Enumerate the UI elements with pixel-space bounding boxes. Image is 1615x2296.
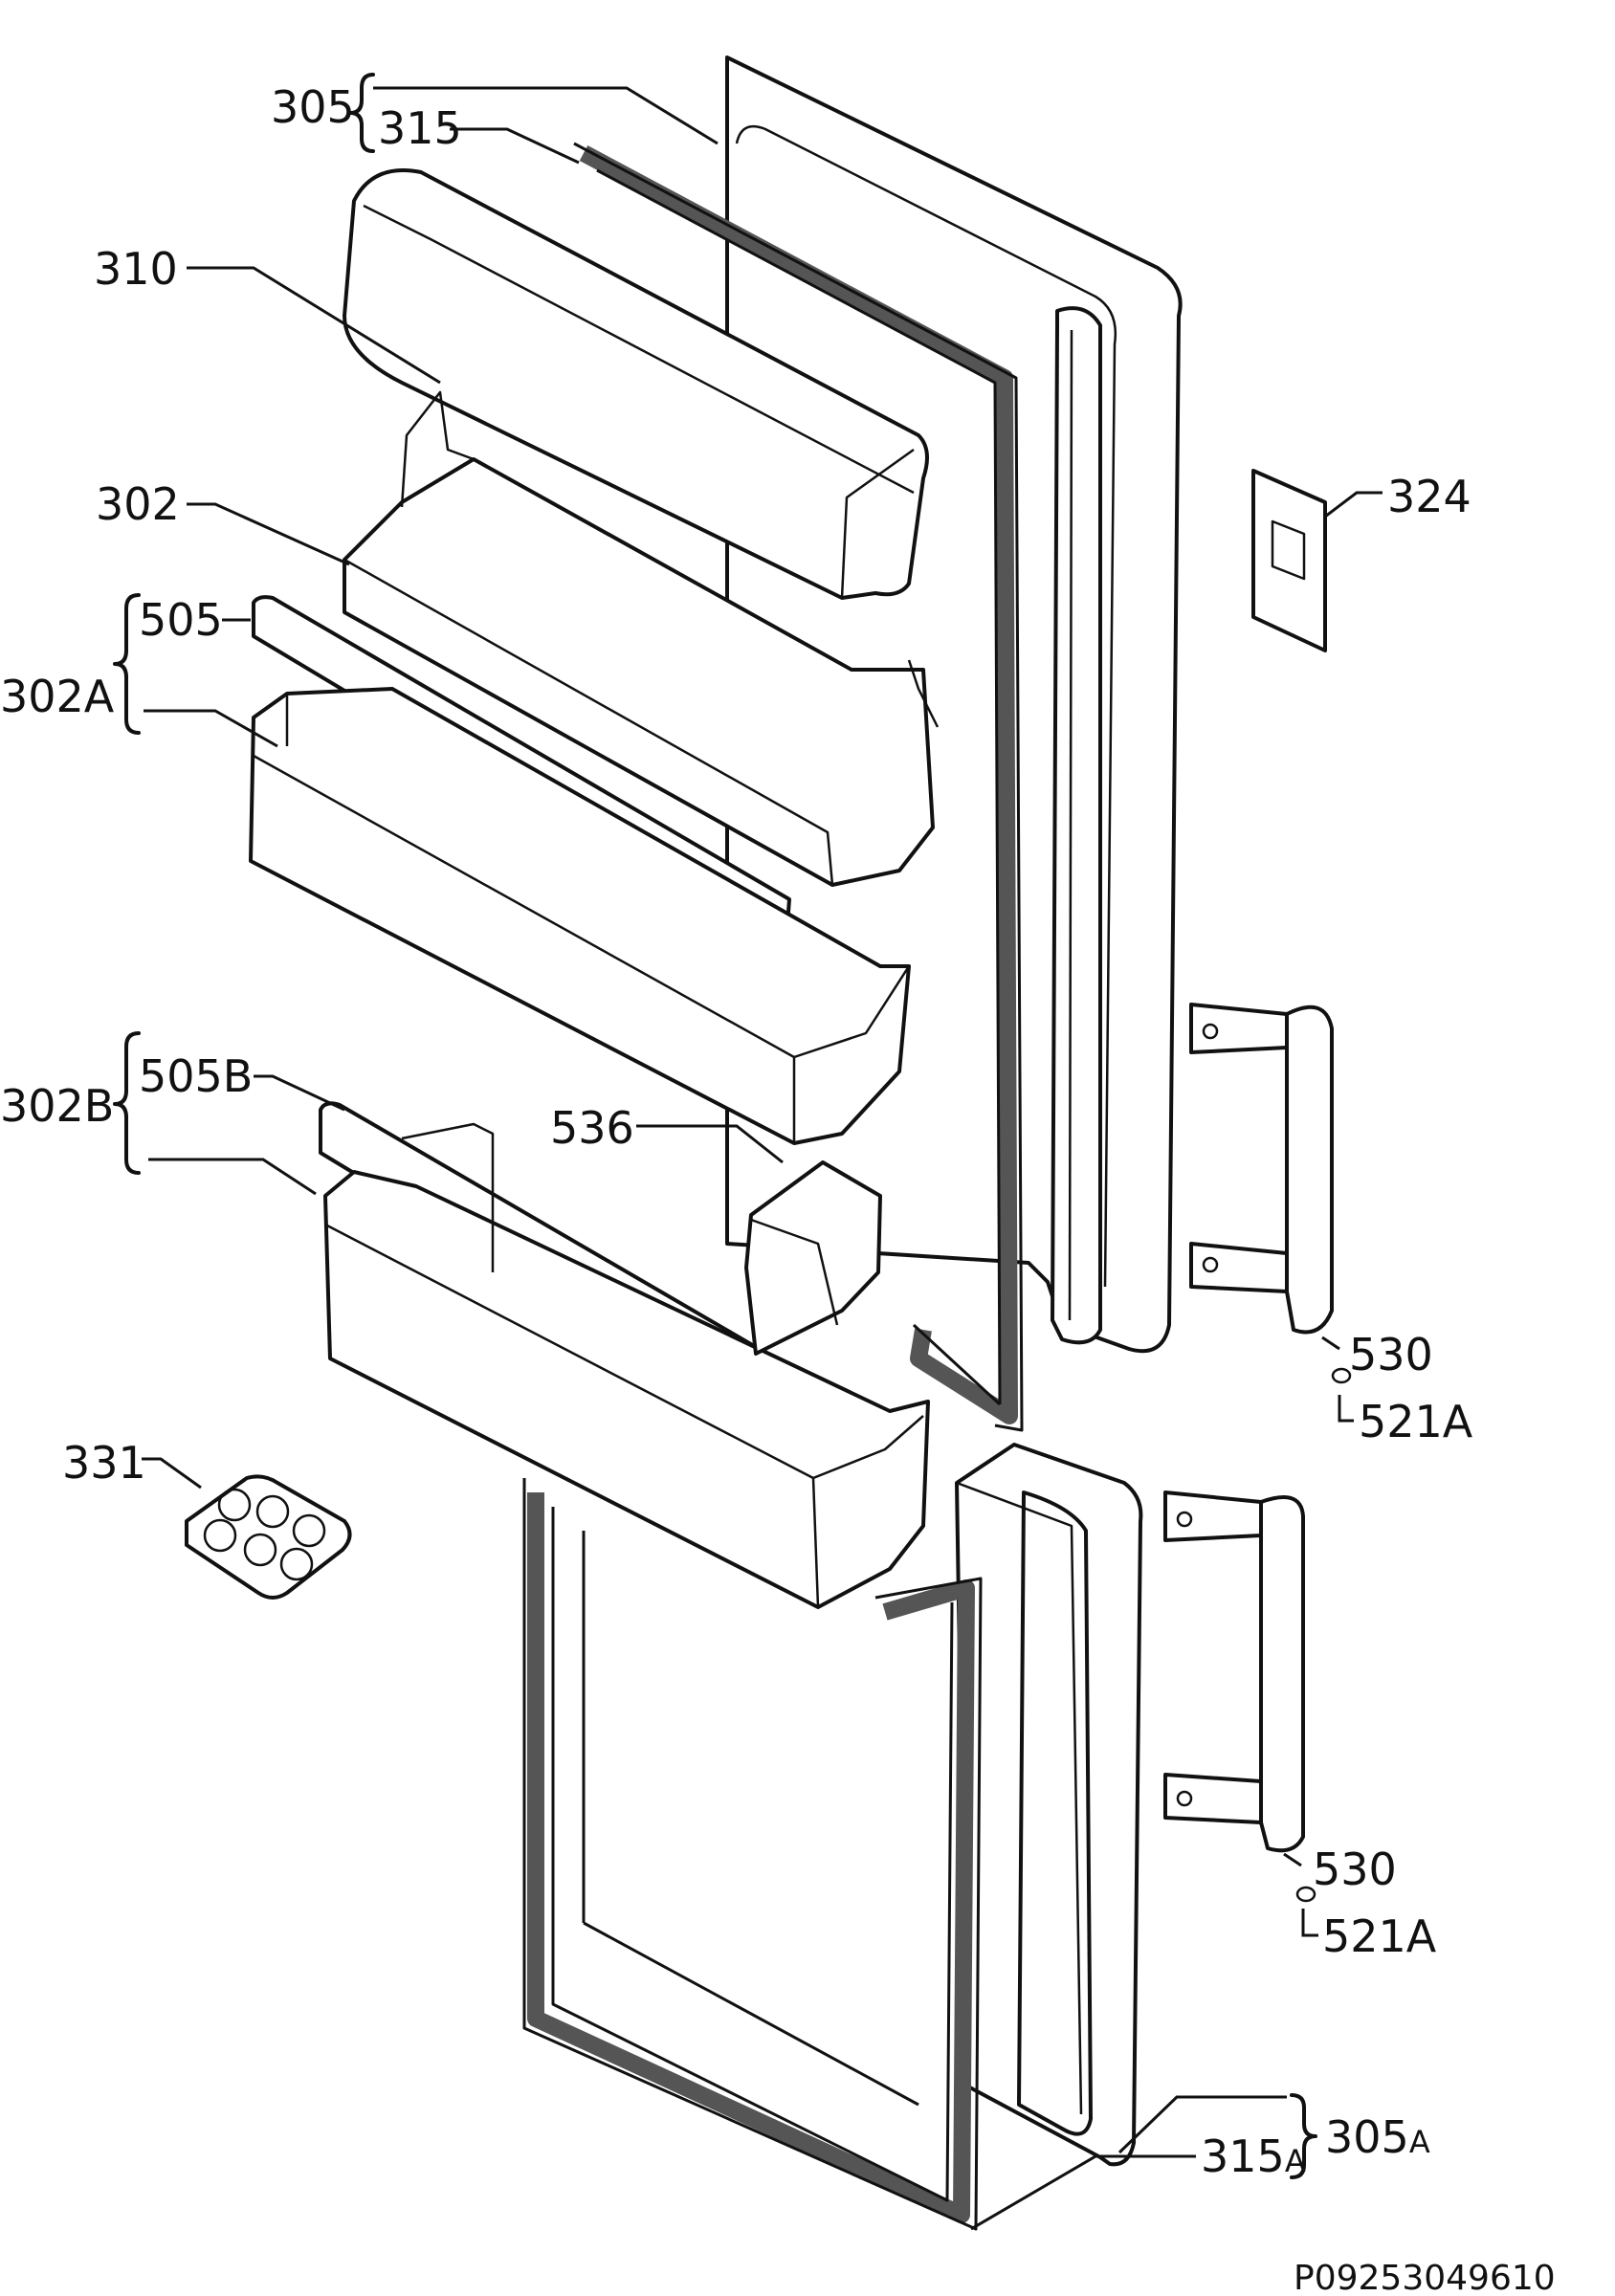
screw-cap-bottom-part: [1295, 1886, 1316, 1903]
bottle-holder-part: [744, 1160, 882, 1356]
label-315: 315: [378, 102, 462, 154]
brace-305a: [1290, 2093, 1317, 2179]
drawing-code: P09253049610: [1294, 2259, 1556, 2296]
label-315a: 315A: [1201, 2130, 1306, 2182]
handle-top-part: [1189, 1003, 1334, 1335]
handle-bottom-part: [1163, 1490, 1305, 1853]
label-305: 305: [271, 81, 355, 133]
label-302: 302: [96, 478, 180, 530]
brace-305: [348, 73, 375, 153]
label-305a: 305A: [1325, 2111, 1430, 2163]
label-521a-top: 521A: [1359, 1396, 1473, 1447]
door-shelf-302b-part: [323, 1122, 930, 1609]
brace-marks: [113, 73, 1317, 2179]
label-530-top: 530: [1349, 1329, 1433, 1380]
dairy-lid-part: [343, 168, 929, 600]
door-shelf-302a-part: [249, 687, 911, 1145]
label-505: 505: [139, 594, 223, 646]
label-302b: 302B: [0, 1080, 114, 1132]
label-530-bottom: 530: [1313, 1843, 1397, 1895]
label-310: 310: [94, 243, 178, 295]
lower-door-gasket-part: [522, 1478, 983, 2231]
upper-door-gasket-part: [573, 142, 1024, 1432]
label-521a-bottom: 521A: [1322, 1910, 1437, 1962]
screw-cap-top-part: [1331, 1367, 1352, 1384]
brace-302b: [113, 1031, 141, 1175]
leader-lines: [142, 86, 1383, 2231]
brace-302a: [113, 593, 141, 735]
dairy-tray-part: [343, 390, 940, 887]
label-302a: 302A: [0, 671, 115, 722]
label-505b: 505B: [139, 1050, 253, 1102]
label-plate-part: [1251, 469, 1327, 652]
label-324: 324: [1387, 471, 1471, 522]
label-536: 536: [550, 1102, 634, 1154]
label-331: 331: [62, 1437, 146, 1489]
egg-tray-part: [185, 1474, 352, 1600]
lower-door-part: [955, 1443, 1143, 2167]
